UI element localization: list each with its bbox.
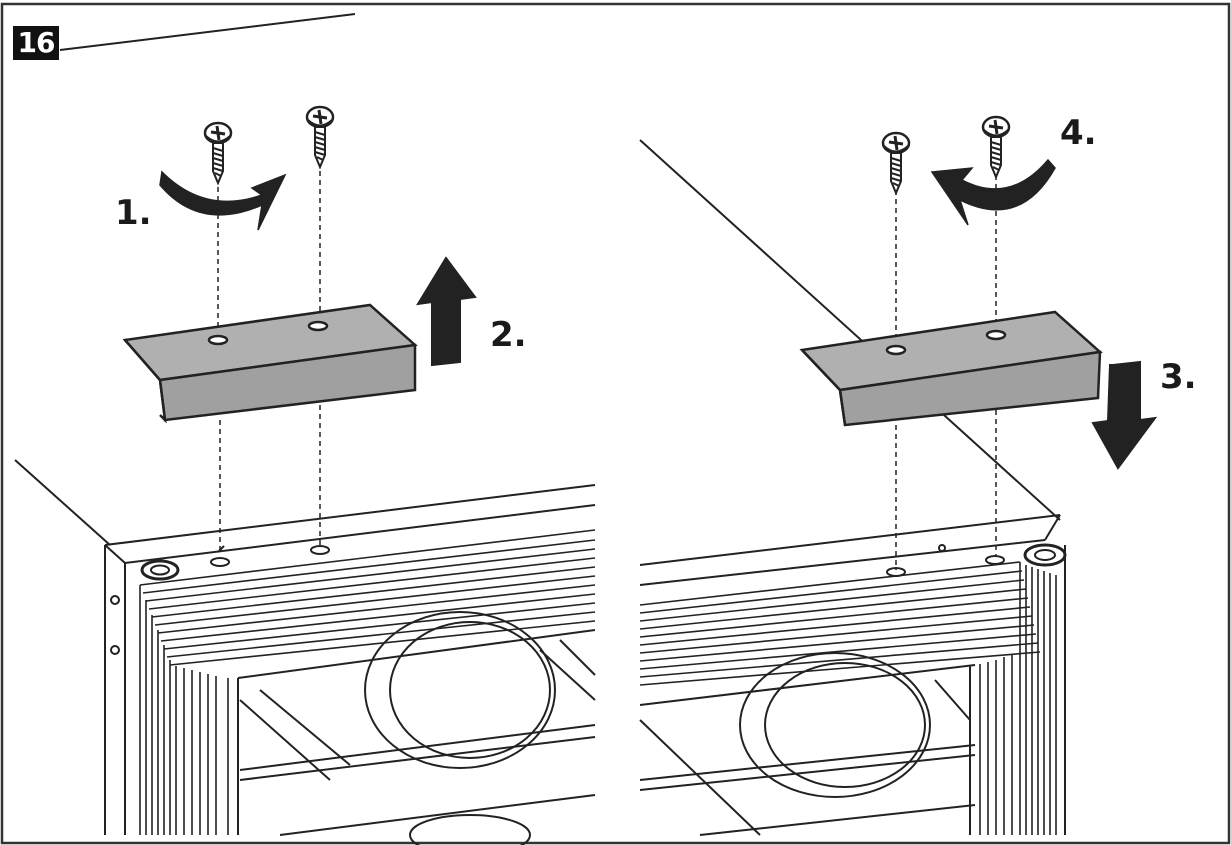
interior-left: [237, 611, 596, 845]
figure-number-badge: 16: [13, 26, 59, 60]
appliance-top-left: [104, 484, 596, 835]
rotate-counterclockwise-arrow-icon: [930, 158, 1056, 226]
cabinet-edge-line: [14, 459, 111, 546]
bracket-right: [799, 310, 1103, 427]
right-panel: [639, 115, 1158, 836]
screw-icon: [981, 115, 1011, 179]
down-arrow-icon: [1091, 360, 1158, 470]
appliance-top-right: [639, 514, 1067, 835]
left-panel: [14, 13, 596, 845]
up-arrow-icon: [416, 256, 477, 367]
right-guide-lines: [895, 175, 997, 570]
interior-right: [639, 652, 976, 836]
screw-icon: [881, 131, 911, 195]
bracket-left: [122, 303, 418, 424]
countertop-edge-line: [59, 13, 356, 51]
step-2-label: 2.: [490, 315, 527, 355]
step-1-label: 1.: [115, 193, 152, 233]
rotate-clockwise-arrow-icon: [159, 170, 287, 231]
step-3-label: 3.: [1160, 357, 1197, 397]
screw-icon: [203, 121, 233, 185]
door-gasket-left: [139, 529, 596, 835]
cabinet-edge-line-right: [639, 139, 1061, 521]
screw-icon: [305, 105, 335, 169]
door-gasket-right: [639, 561, 1057, 835]
step-4-label: 4.: [1060, 113, 1097, 153]
left-guide-lines: [217, 162, 321, 555]
